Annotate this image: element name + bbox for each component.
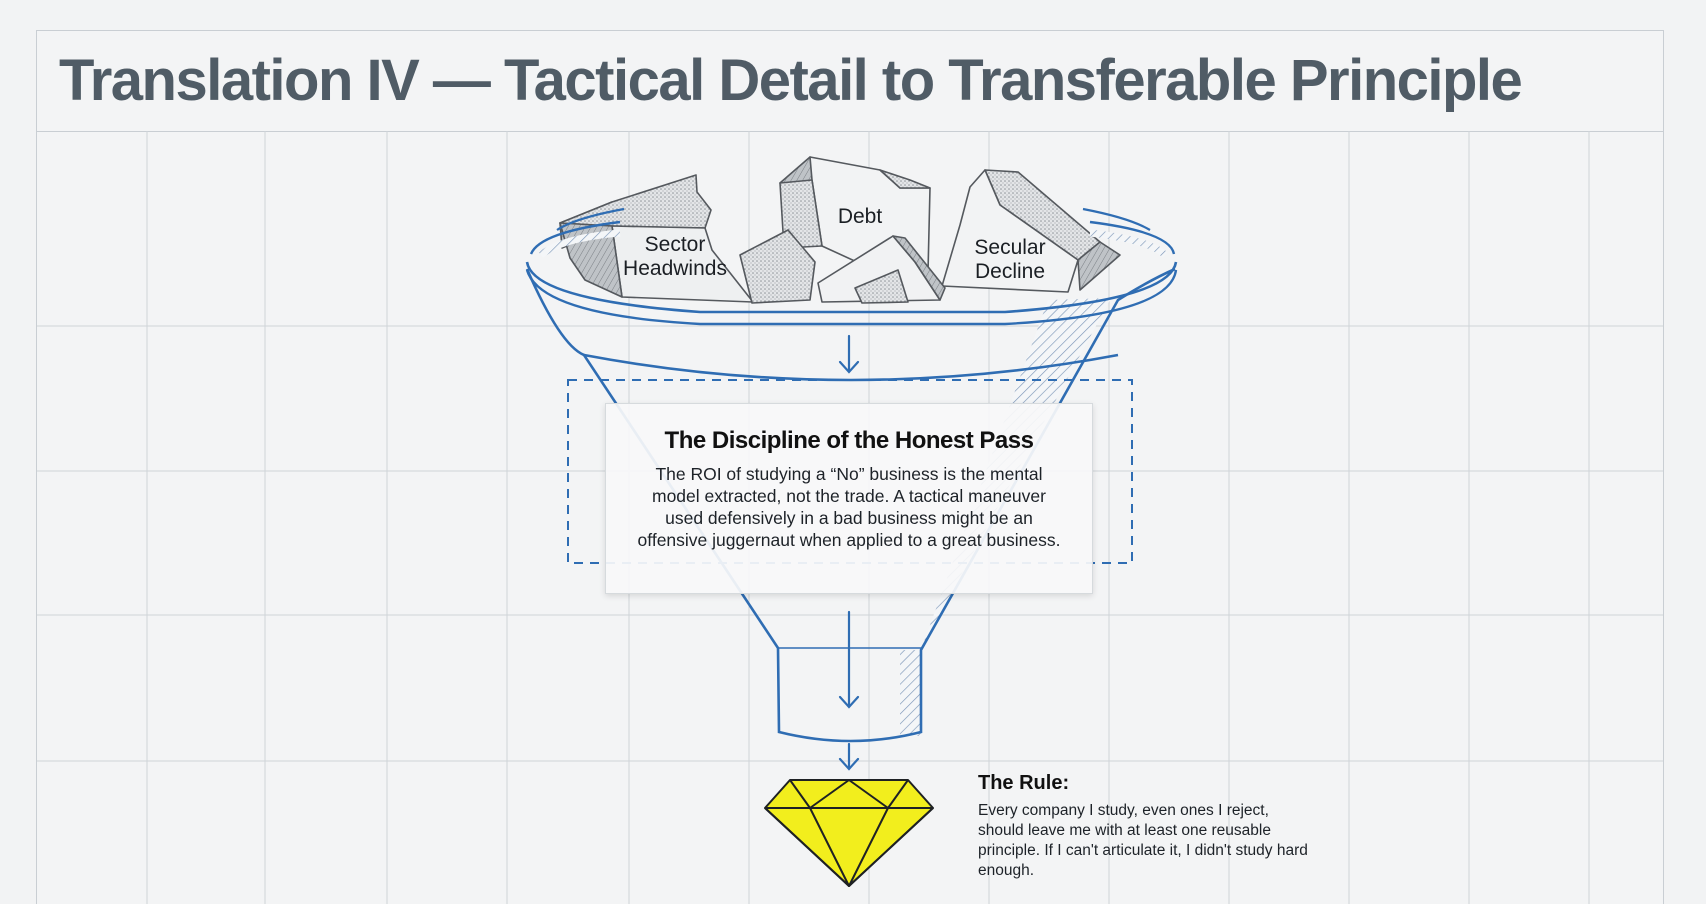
label-line: Headwinds: [623, 257, 727, 280]
arrow-down-icon: [838, 610, 860, 709]
label-sector-headwinds: Sector Headwinds: [615, 233, 735, 281]
title-bar: Translation IV — Tactical Detail to Tran…: [37, 31, 1663, 132]
label-secular-decline: Secular Decline: [960, 236, 1060, 284]
rule-title: The Rule:: [978, 772, 1070, 794]
label-line: Debt: [837, 205, 883, 228]
arrow-down-icon: [838, 334, 860, 374]
label-line: Sector: [644, 233, 706, 256]
label-debt: Debt: [820, 205, 900, 229]
diamond-icon: [764, 779, 934, 887]
funnel-rim: [525, 207, 1178, 326]
flow-arrows: [838, 334, 860, 771]
label-line: Secular: [974, 236, 1046, 259]
page-title: Translation IV — Tactical Detail to Tran…: [59, 48, 1523, 113]
discipline-callout: The Discipline of the Honest Pass The RO…: [605, 403, 1093, 594]
stone-secular-decline: [941, 169, 1121, 293]
discipline-body: The ROI of studying a “No” business is t…: [637, 464, 1061, 550]
arrow-down-icon: [838, 742, 860, 771]
rule-body: Every company I study, even ones I rejec…: [978, 802, 1308, 879]
stone-middle-rubble: [739, 229, 946, 304]
label-line: Decline: [974, 260, 1046, 283]
rule-callout: The Rule: Every company I study, even on…: [978, 772, 1308, 881]
discipline-title: The Discipline of the Honest Pass: [664, 427, 1034, 454]
